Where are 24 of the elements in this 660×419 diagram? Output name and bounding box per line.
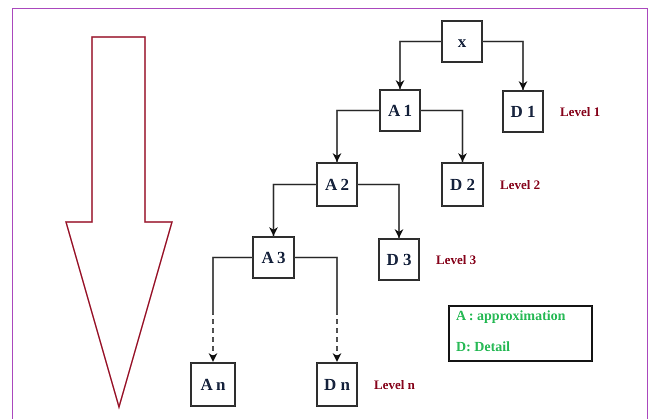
level-label: Level 2 (500, 176, 540, 192)
arrow (295, 256, 342, 362)
arrow (269, 184, 316, 236)
coefficient-box: A 3 (252, 236, 295, 279)
coefficient-box: D 3 (378, 238, 420, 281)
key-box (448, 305, 593, 362)
coefficient-box: A n (190, 362, 236, 407)
coefficient-box: D 1 (502, 90, 544, 133)
arrow (396, 40, 441, 89)
arrow (421, 110, 467, 162)
coefficient-box: D n (316, 362, 358, 407)
arrow (208, 256, 252, 362)
level-label: Level n (374, 376, 415, 392)
key-text: D: Detail (456, 340, 512, 356)
coefficient-box: D 2 (441, 162, 484, 207)
arrow (332, 110, 379, 162)
coefficient-box: A 2 (316, 162, 358, 207)
level-label: Level 1 (560, 104, 600, 120)
coefficient-box: x (441, 20, 483, 63)
key-text: A : approximation (456, 309, 566, 325)
level-label: Level 3 (436, 252, 476, 268)
coefficient-box: A 1 (379, 89, 421, 132)
arrow (358, 184, 404, 238)
arrow (483, 40, 528, 90)
